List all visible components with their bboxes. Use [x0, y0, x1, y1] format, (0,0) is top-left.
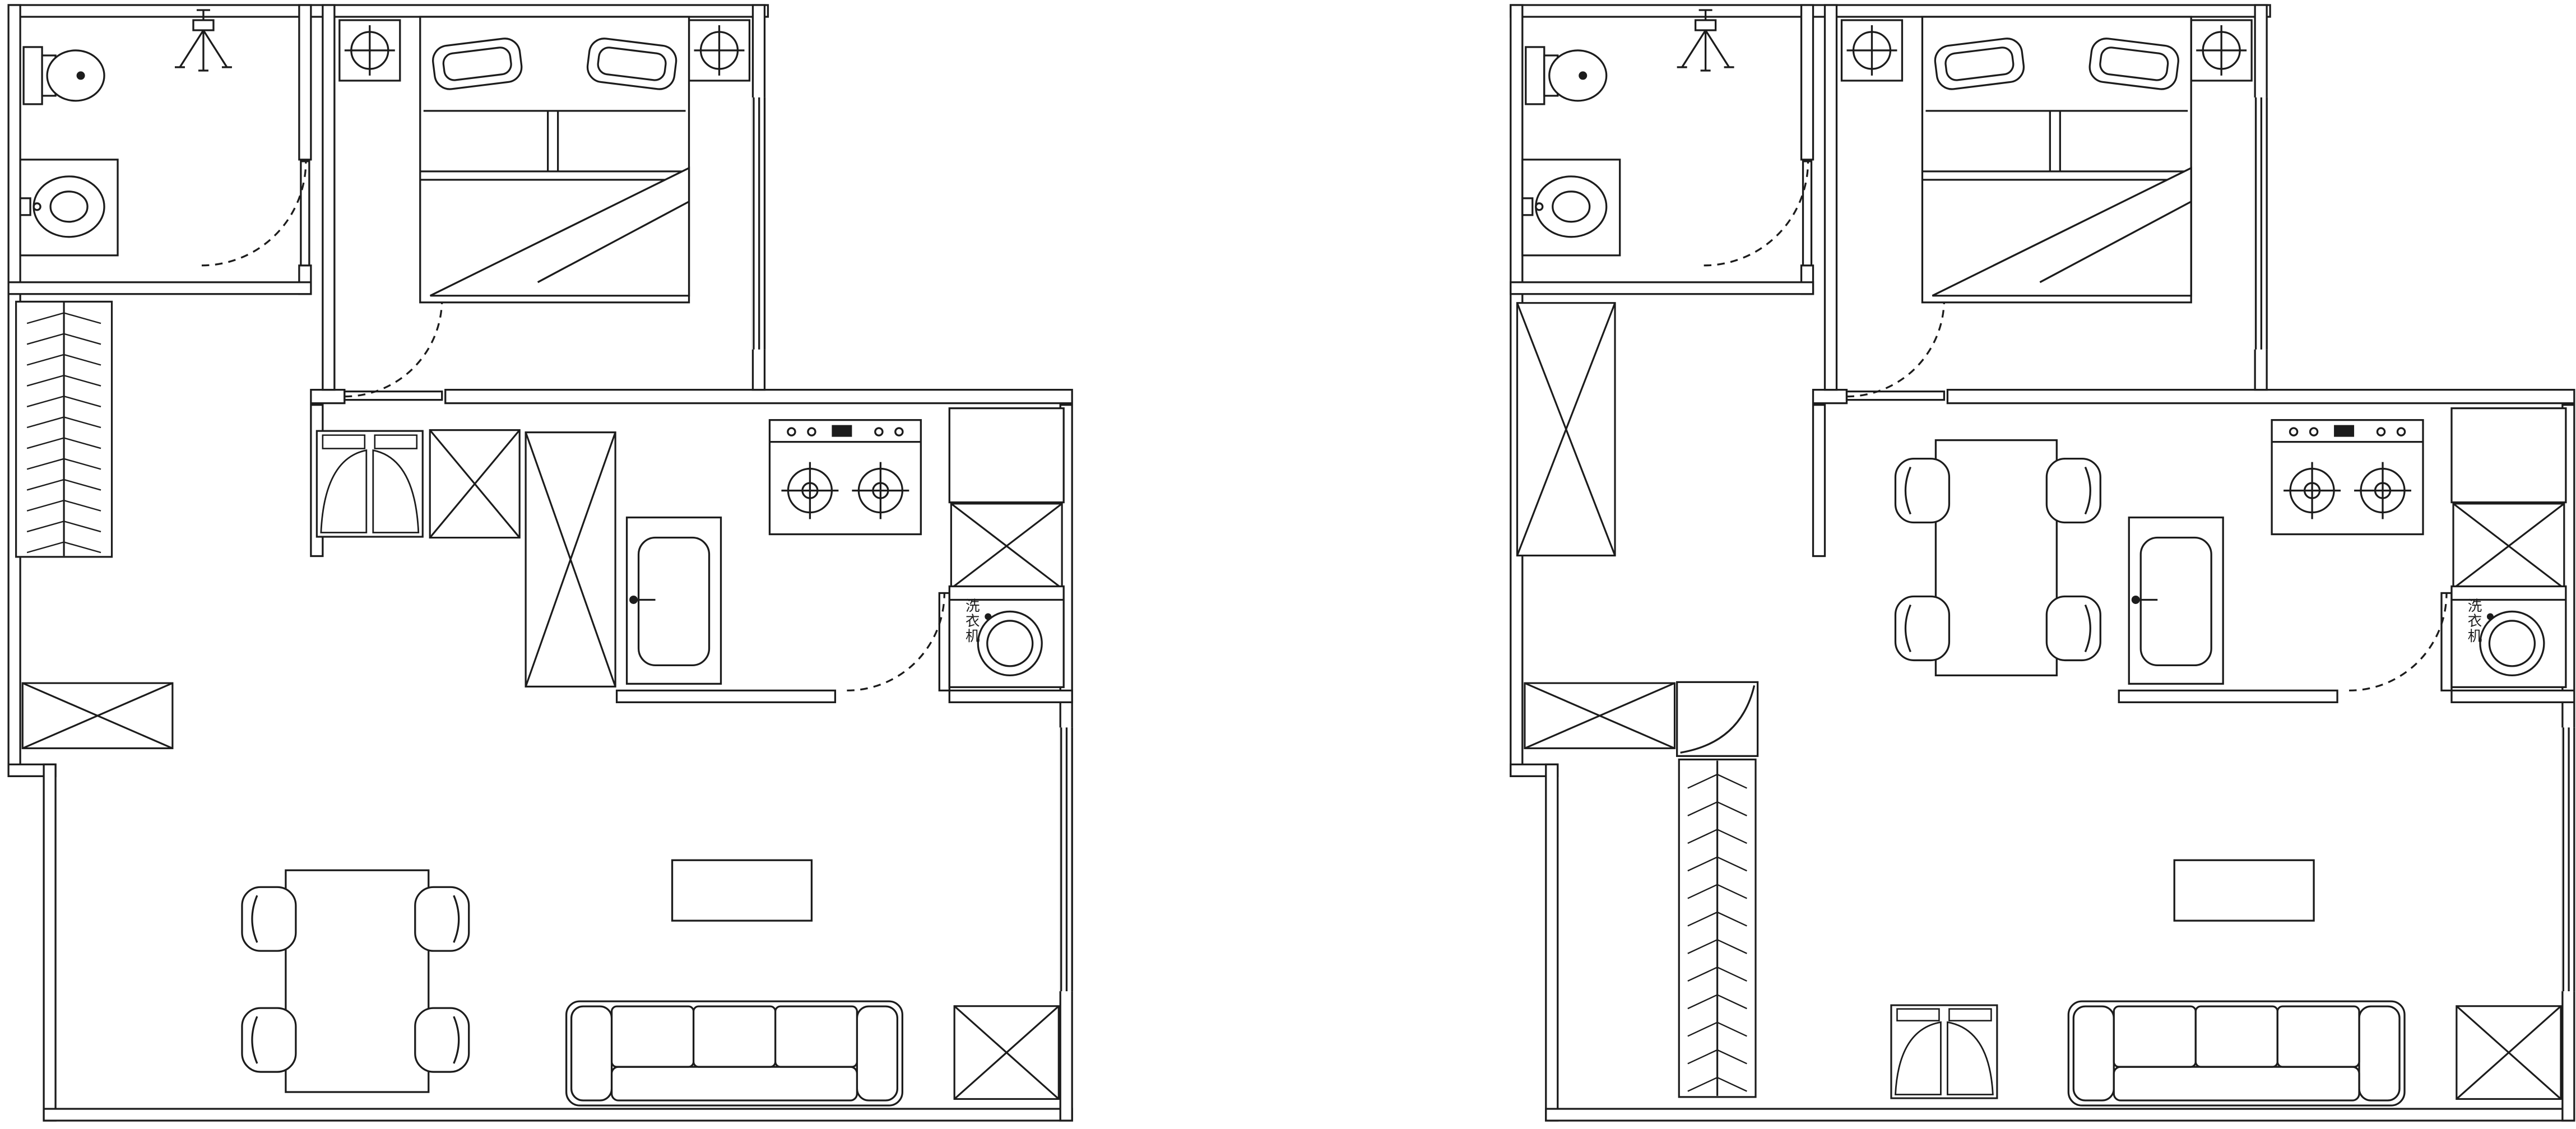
- shoe-cabinet: [1891, 1005, 1997, 1098]
- living-hanging-wardrobe: [1679, 759, 1756, 1097]
- washing-machine-label: 洗衣机: [2466, 598, 2482, 643]
- dining-set: [241, 869, 470, 1093]
- dining-table: [285, 869, 430, 1093]
- dining-table: [1934, 439, 2058, 677]
- dining-chair: [414, 1007, 470, 1073]
- corner-unit-arc: [1680, 685, 1756, 754]
- hall-hanging-wardrobe: [16, 301, 112, 556]
- dining-chair: [241, 1007, 297, 1073]
- dining-chair: [1894, 457, 1951, 524]
- dining-chair: [241, 886, 297, 952]
- corner-wardrobe-unit: [1676, 681, 1759, 1097]
- dining-chair: [2045, 595, 2101, 662]
- washing-machine-label: 洗衣机: [963, 598, 980, 643]
- kitchen-cabinet: [430, 430, 519, 538]
- hall-tall-cabinet: [1517, 303, 1615, 556]
- kitchen-tall-cabinet: [526, 433, 615, 687]
- kitchen-dining-set: [1894, 439, 2101, 677]
- corner-unit: [1676, 681, 1759, 757]
- refrigerator: [317, 431, 423, 537]
- dining-chair: [2045, 457, 2101, 524]
- floor-plan-right: 洗衣机: [1511, 5, 2575, 1121]
- dining-chair: [414, 886, 470, 952]
- floor-plan-left: 洗衣机: [8, 5, 1073, 1121]
- dining-chair: [1894, 595, 1951, 662]
